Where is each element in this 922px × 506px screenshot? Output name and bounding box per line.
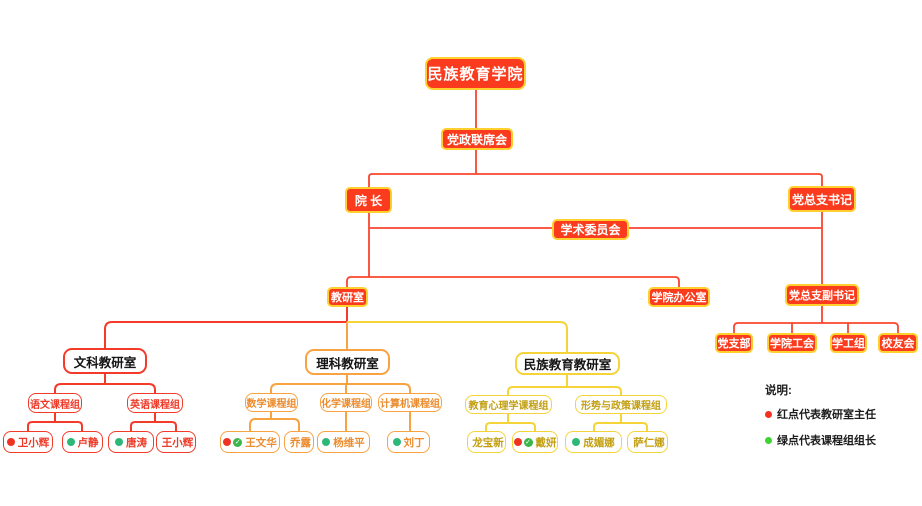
person-role-dots <box>66 438 75 446</box>
person-liu-ding[interactable]: 刘丁 <box>387 431 430 453</box>
person-long-baoxin[interactable]: 龙宝新 <box>467 431 506 453</box>
person-name: 杨维平 <box>333 436 365 449</box>
node-president[interactable]: 院 长 <box>345 187 392 213</box>
person-qiao-lu[interactable]: 乔露 <box>284 431 314 453</box>
node-deputy-party-secretary[interactable]: 党总支副书记 <box>785 284 859 306</box>
green-dot-icon <box>322 438 331 446</box>
person-lu-jing[interactable]: 卢静 <box>62 431 103 453</box>
green-check-icon: ✓ <box>523 437 533 447</box>
red-dot-icon <box>765 410 772 418</box>
person-name: 卫小辉 <box>17 436 50 449</box>
green-dot-icon <box>115 438 123 446</box>
person-role-dots <box>322 438 331 446</box>
person-name: 戴妍 <box>535 436 557 449</box>
node-party-branch[interactable]: 党支部 <box>715 333 753 353</box>
node-computer-course-group[interactable]: 计算机课程组 <box>378 393 442 412</box>
node-edu-psychology-course-group[interactable]: 教育心理学课程组 <box>465 395 552 414</box>
green-dot-icon <box>572 438 581 446</box>
green-dot-icon <box>392 438 401 446</box>
person-name: 王文华 <box>245 436 277 449</box>
node-ethnic-education-office[interactable]: 民族教育教研室 <box>515 352 620 375</box>
red-dot-icon <box>223 438 232 446</box>
person-role-dots: ✓ <box>223 437 243 447</box>
person-cheng-meina[interactable]: 成媚娜 <box>565 431 622 453</box>
node-root[interactable]: 民族教育学院 <box>425 57 526 90</box>
node-college-union[interactable]: 学院工会 <box>767 333 817 353</box>
person-name: 刘丁 <box>403 436 425 449</box>
person-wang-xiaohui[interactable]: 王小辉 <box>156 431 196 453</box>
person-dai-yan[interactable]: ✓ 戴妍 <box>512 431 558 453</box>
node-academic-committee[interactable]: 学术委员会 <box>552 219 629 240</box>
node-student-work-group[interactable]: 学工组 <box>830 333 867 353</box>
person-tang-tao[interactable]: 唐涛 <box>108 431 154 453</box>
node-teaching-research-office[interactable]: 教研室 <box>327 287 368 307</box>
person-sa-renna[interactable]: 萨仁娜 <box>627 431 668 453</box>
person-name: 唐涛 <box>126 436 147 449</box>
node-liberal-arts-office[interactable]: 文科教研室 <box>63 348 147 374</box>
person-name: 乔露 <box>290 436 311 449</box>
person-name: 卢静 <box>77 436 99 449</box>
person-wei-xiaohui[interactable]: 卫小辉 <box>3 431 53 453</box>
person-wang-wenhua[interactable]: ✓ 王文华 <box>220 431 280 453</box>
person-name: 萨仁娜 <box>633 436 665 449</box>
node-party-secretary[interactable]: 党总支书记 <box>788 186 856 212</box>
legend-title: 说明: <box>765 385 792 397</box>
legend-text: 绿点代表课程组组长 <box>777 435 876 447</box>
person-yang-weiping[interactable]: 杨维平 <box>317 431 370 453</box>
node-english-course-group[interactable]: 英语课程组 <box>127 393 183 413</box>
person-role-dots: ✓ <box>513 437 533 447</box>
red-dot-icon <box>6 438 15 446</box>
red-dot-icon <box>513 438 522 446</box>
node-science-office[interactable]: 理科教研室 <box>305 349 390 375</box>
green-dot-icon <box>66 438 75 446</box>
node-chinese-course-group[interactable]: 语文课程组 <box>28 393 82 413</box>
node-policy-course-group[interactable]: 形势与政策课程组 <box>575 395 667 414</box>
legend-text: 红点代表教研室主任 <box>777 409 876 421</box>
person-role-dots <box>572 438 581 446</box>
person-name: 成媚娜 <box>583 436 615 449</box>
person-name: 龙宝新 <box>472 436 504 449</box>
person-role-dots <box>115 438 123 446</box>
green-check-icon: ✓ <box>233 437 243 447</box>
legend-item-red: 红点代表教研室主任 <box>765 406 920 422</box>
node-chemistry-course-group[interactable]: 化学课程组 <box>320 393 372 412</box>
green-dot-icon <box>765 436 772 444</box>
person-role-dots <box>392 438 401 446</box>
node-joint-meeting[interactable]: 党政联席会 <box>441 128 513 150</box>
person-role-dots <box>6 438 15 446</box>
legend-item-green: 绿点代表课程组组长 <box>765 432 920 448</box>
legend: 说明: 红点代表教研室主任 绿点代表课程组组长 <box>765 382 920 458</box>
node-alumni-association[interactable]: 校友会 <box>878 333 918 353</box>
node-college-office[interactable]: 学院办公室 <box>648 287 710 307</box>
node-math-course-group[interactable]: 数学课程组 <box>245 393 298 412</box>
person-name: 王小辉 <box>161 436 194 449</box>
